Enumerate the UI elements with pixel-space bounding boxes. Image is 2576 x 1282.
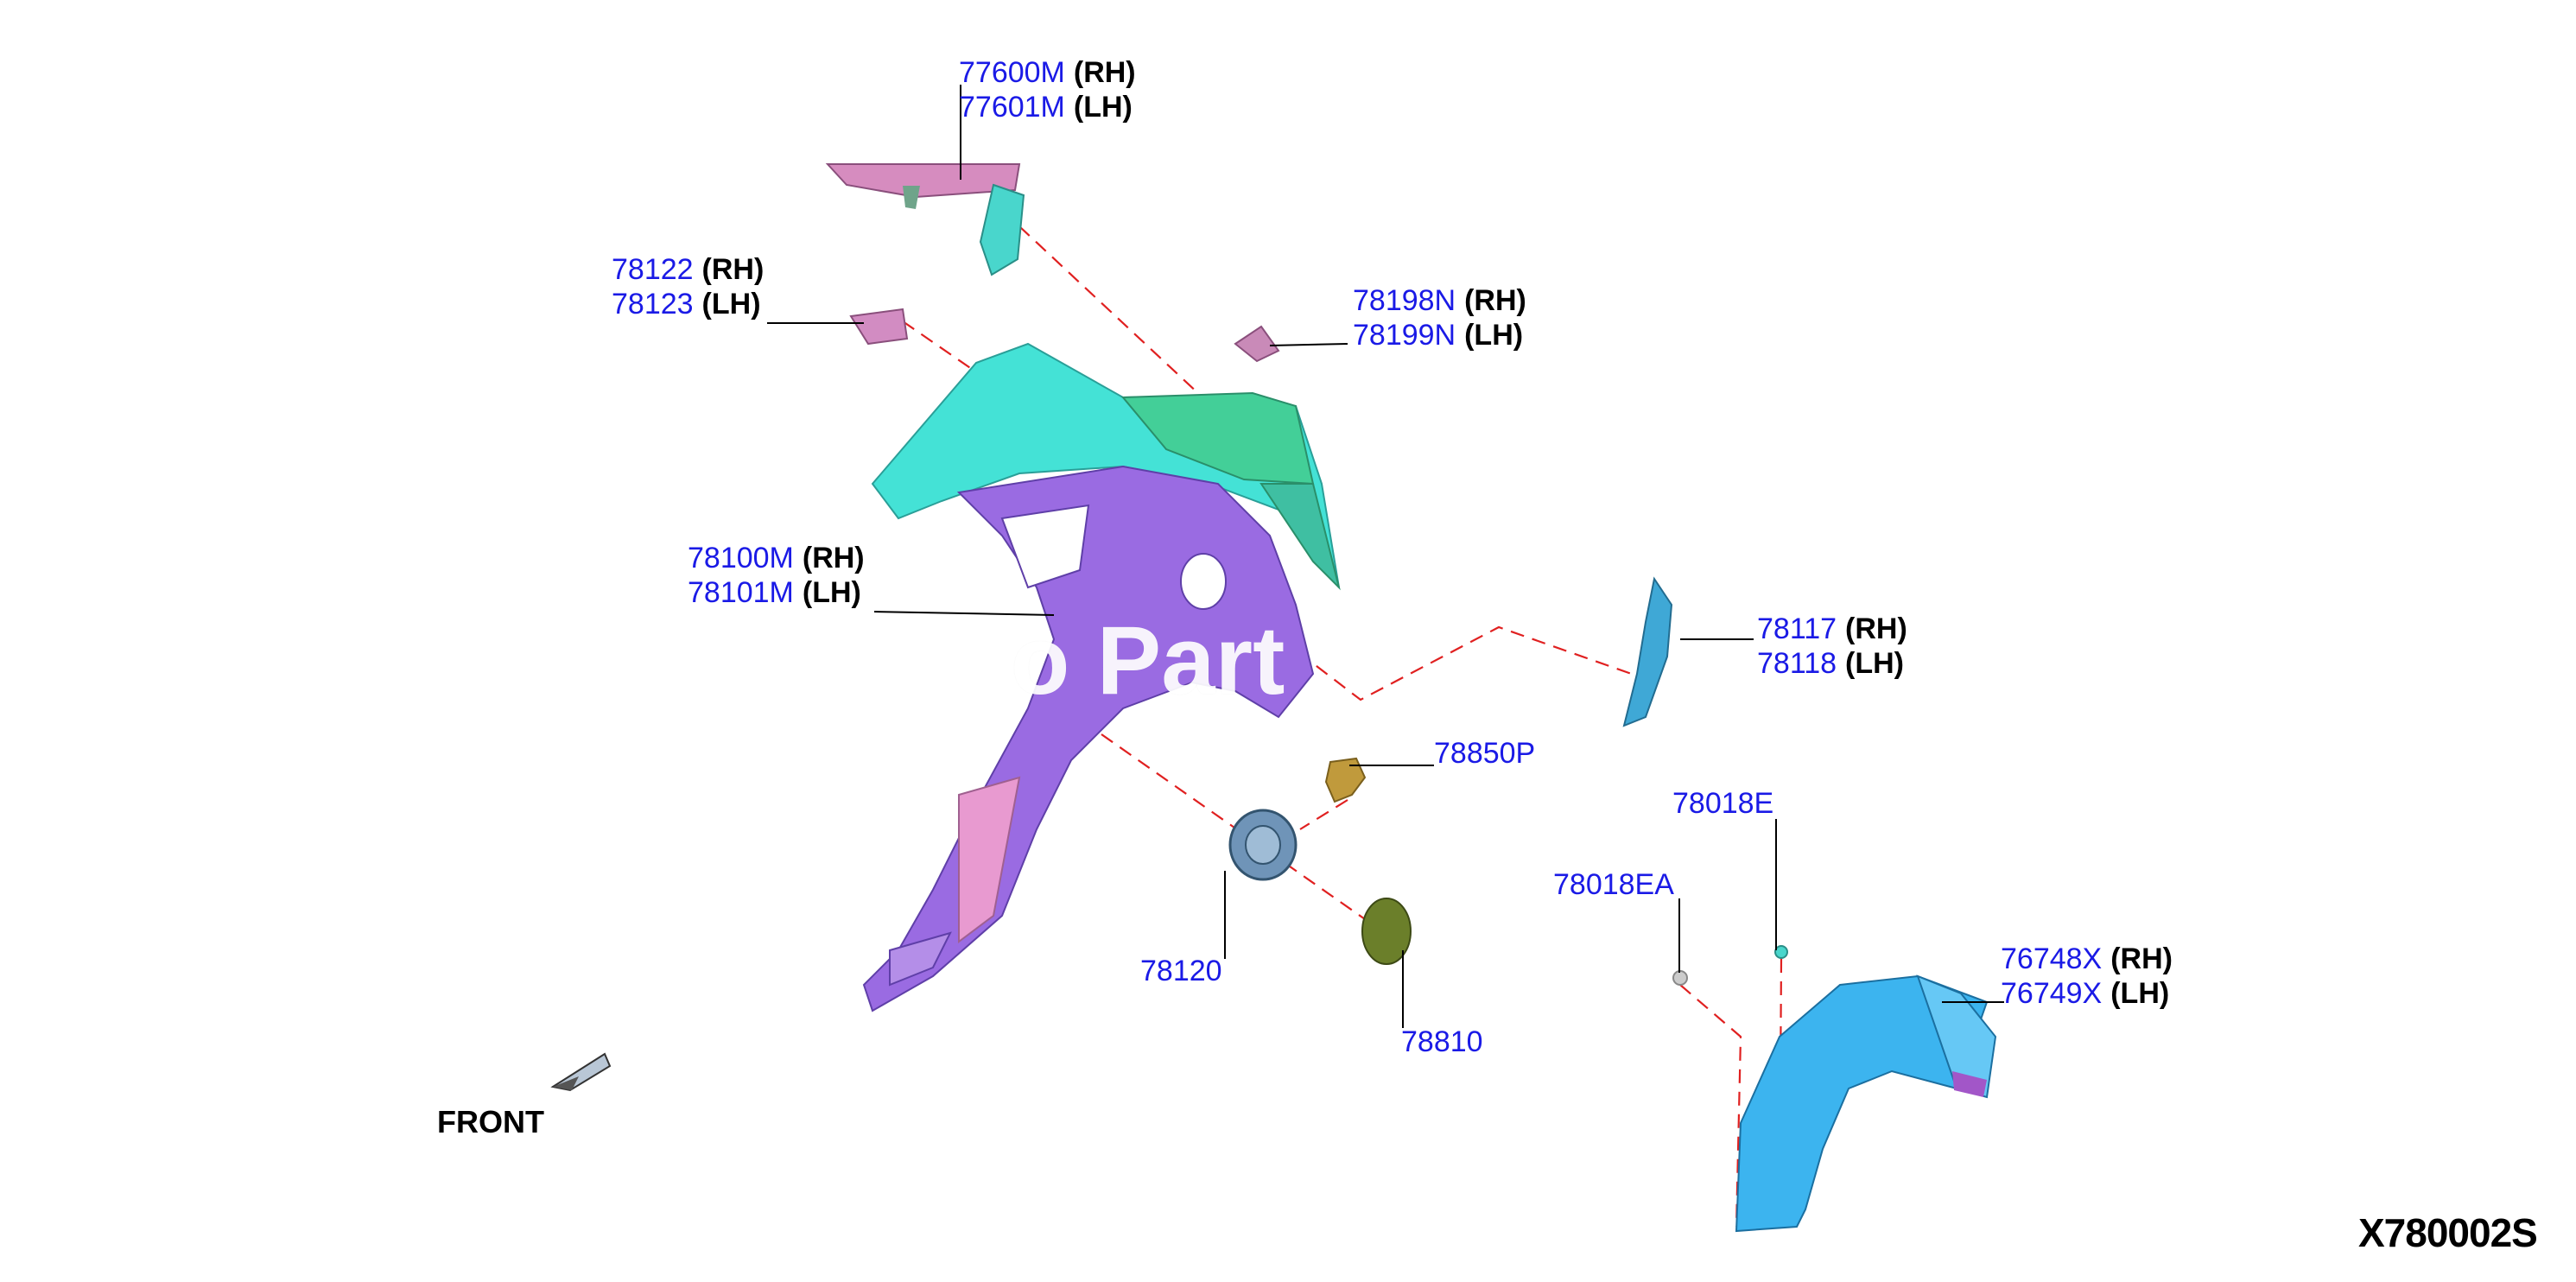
part-76748X-wheel-liner[interactable] xyxy=(1735,974,1997,1233)
part-link[interactable]: 78120 xyxy=(1140,955,1222,987)
callout-78018EA: 78018EA xyxy=(1553,867,1674,902)
front-label: FRONT xyxy=(437,1104,544,1139)
callout-78120: 78120 xyxy=(1140,954,1222,988)
side-label: (RH) xyxy=(802,542,865,574)
side-label: (LH) xyxy=(1464,319,1524,352)
callout-77600M: 77600M(RH) 77601M(LH) xyxy=(959,55,1136,124)
callout-78100M: 78100M(RH) 78101M(LH) xyxy=(688,541,865,610)
part-link[interactable]: 78018E xyxy=(1672,787,1774,820)
part-78120-fuel-housing[interactable] xyxy=(1228,809,1298,881)
part-link[interactable]: 78118 xyxy=(1757,647,1837,680)
part-78850P-hinge[interactable] xyxy=(1324,757,1367,803)
part-link[interactable]: 78100M xyxy=(688,542,794,574)
part-link[interactable]: 78122 xyxy=(612,253,694,286)
part-link[interactable]: 76748X xyxy=(2001,942,2103,975)
part-78018E-clip[interactable] xyxy=(1774,945,1788,959)
part-link[interactable]: 76749X xyxy=(2001,977,2103,1010)
part-78100M-quarter-panel[interactable] xyxy=(862,465,1315,1012)
diagram-code: X780002S xyxy=(2358,1210,2538,1255)
side-label: (LH) xyxy=(1845,647,1904,680)
watermark-text: o Part xyxy=(1011,606,1285,714)
callout-78122: 78122(RH) 78123(LH) xyxy=(612,252,764,321)
part-78018EA-clip[interactable] xyxy=(1672,970,1688,986)
part-78810-fuel-door[interactable] xyxy=(1361,898,1412,965)
side-label: (RH) xyxy=(1464,284,1526,317)
part-link[interactable]: 77600M xyxy=(959,56,1065,89)
side-label: (RH) xyxy=(701,253,765,286)
part-link[interactable]: 78101M xyxy=(688,576,794,609)
side-label: (RH) xyxy=(2110,942,2173,975)
part-link[interactable]: 78810 xyxy=(1401,1025,1483,1058)
callout-78018E: 78018E xyxy=(1672,786,1773,821)
part-77600M-trim[interactable] xyxy=(825,163,1025,276)
part-link[interactable]: 78018EA xyxy=(1553,868,1674,901)
part-link[interactable]: 78123 xyxy=(612,288,694,320)
callout-78117: 78117(RH) 78118(LH) xyxy=(1757,612,1907,681)
callout-76748X: 76748X(RH) 76749X(LH) xyxy=(2001,942,2173,1011)
side-label: (LH) xyxy=(1073,91,1133,124)
side-label: (RH) xyxy=(1073,56,1136,89)
leader-lines xyxy=(767,85,2004,1028)
part-inner-panel[interactable] xyxy=(871,342,1341,591)
callout-78850P: 78850P xyxy=(1434,736,1535,771)
side-label: (LH) xyxy=(701,288,761,320)
part-78198N-bracket[interactable] xyxy=(1234,325,1280,363)
part-78122-bracket[interactable] xyxy=(849,308,909,346)
part-78117-bracket[interactable] xyxy=(1622,576,1673,727)
part-link[interactable]: 77601M xyxy=(959,91,1065,124)
front-arrow-icon xyxy=(550,1052,612,1092)
part-link[interactable]: 78199N xyxy=(1353,319,1456,352)
part-link[interactable]: 78198N xyxy=(1353,284,1456,317)
side-label: (RH) xyxy=(1845,612,1907,645)
part-link[interactable]: 78850P xyxy=(1434,737,1536,770)
side-label: (LH) xyxy=(802,576,861,609)
callout-78198N: 78198N(RH) 78199N(LH) xyxy=(1353,283,1526,352)
callout-78810: 78810 xyxy=(1401,1025,1483,1059)
side-label: (LH) xyxy=(2110,977,2170,1010)
part-link[interactable]: 78117 xyxy=(1757,612,1837,645)
